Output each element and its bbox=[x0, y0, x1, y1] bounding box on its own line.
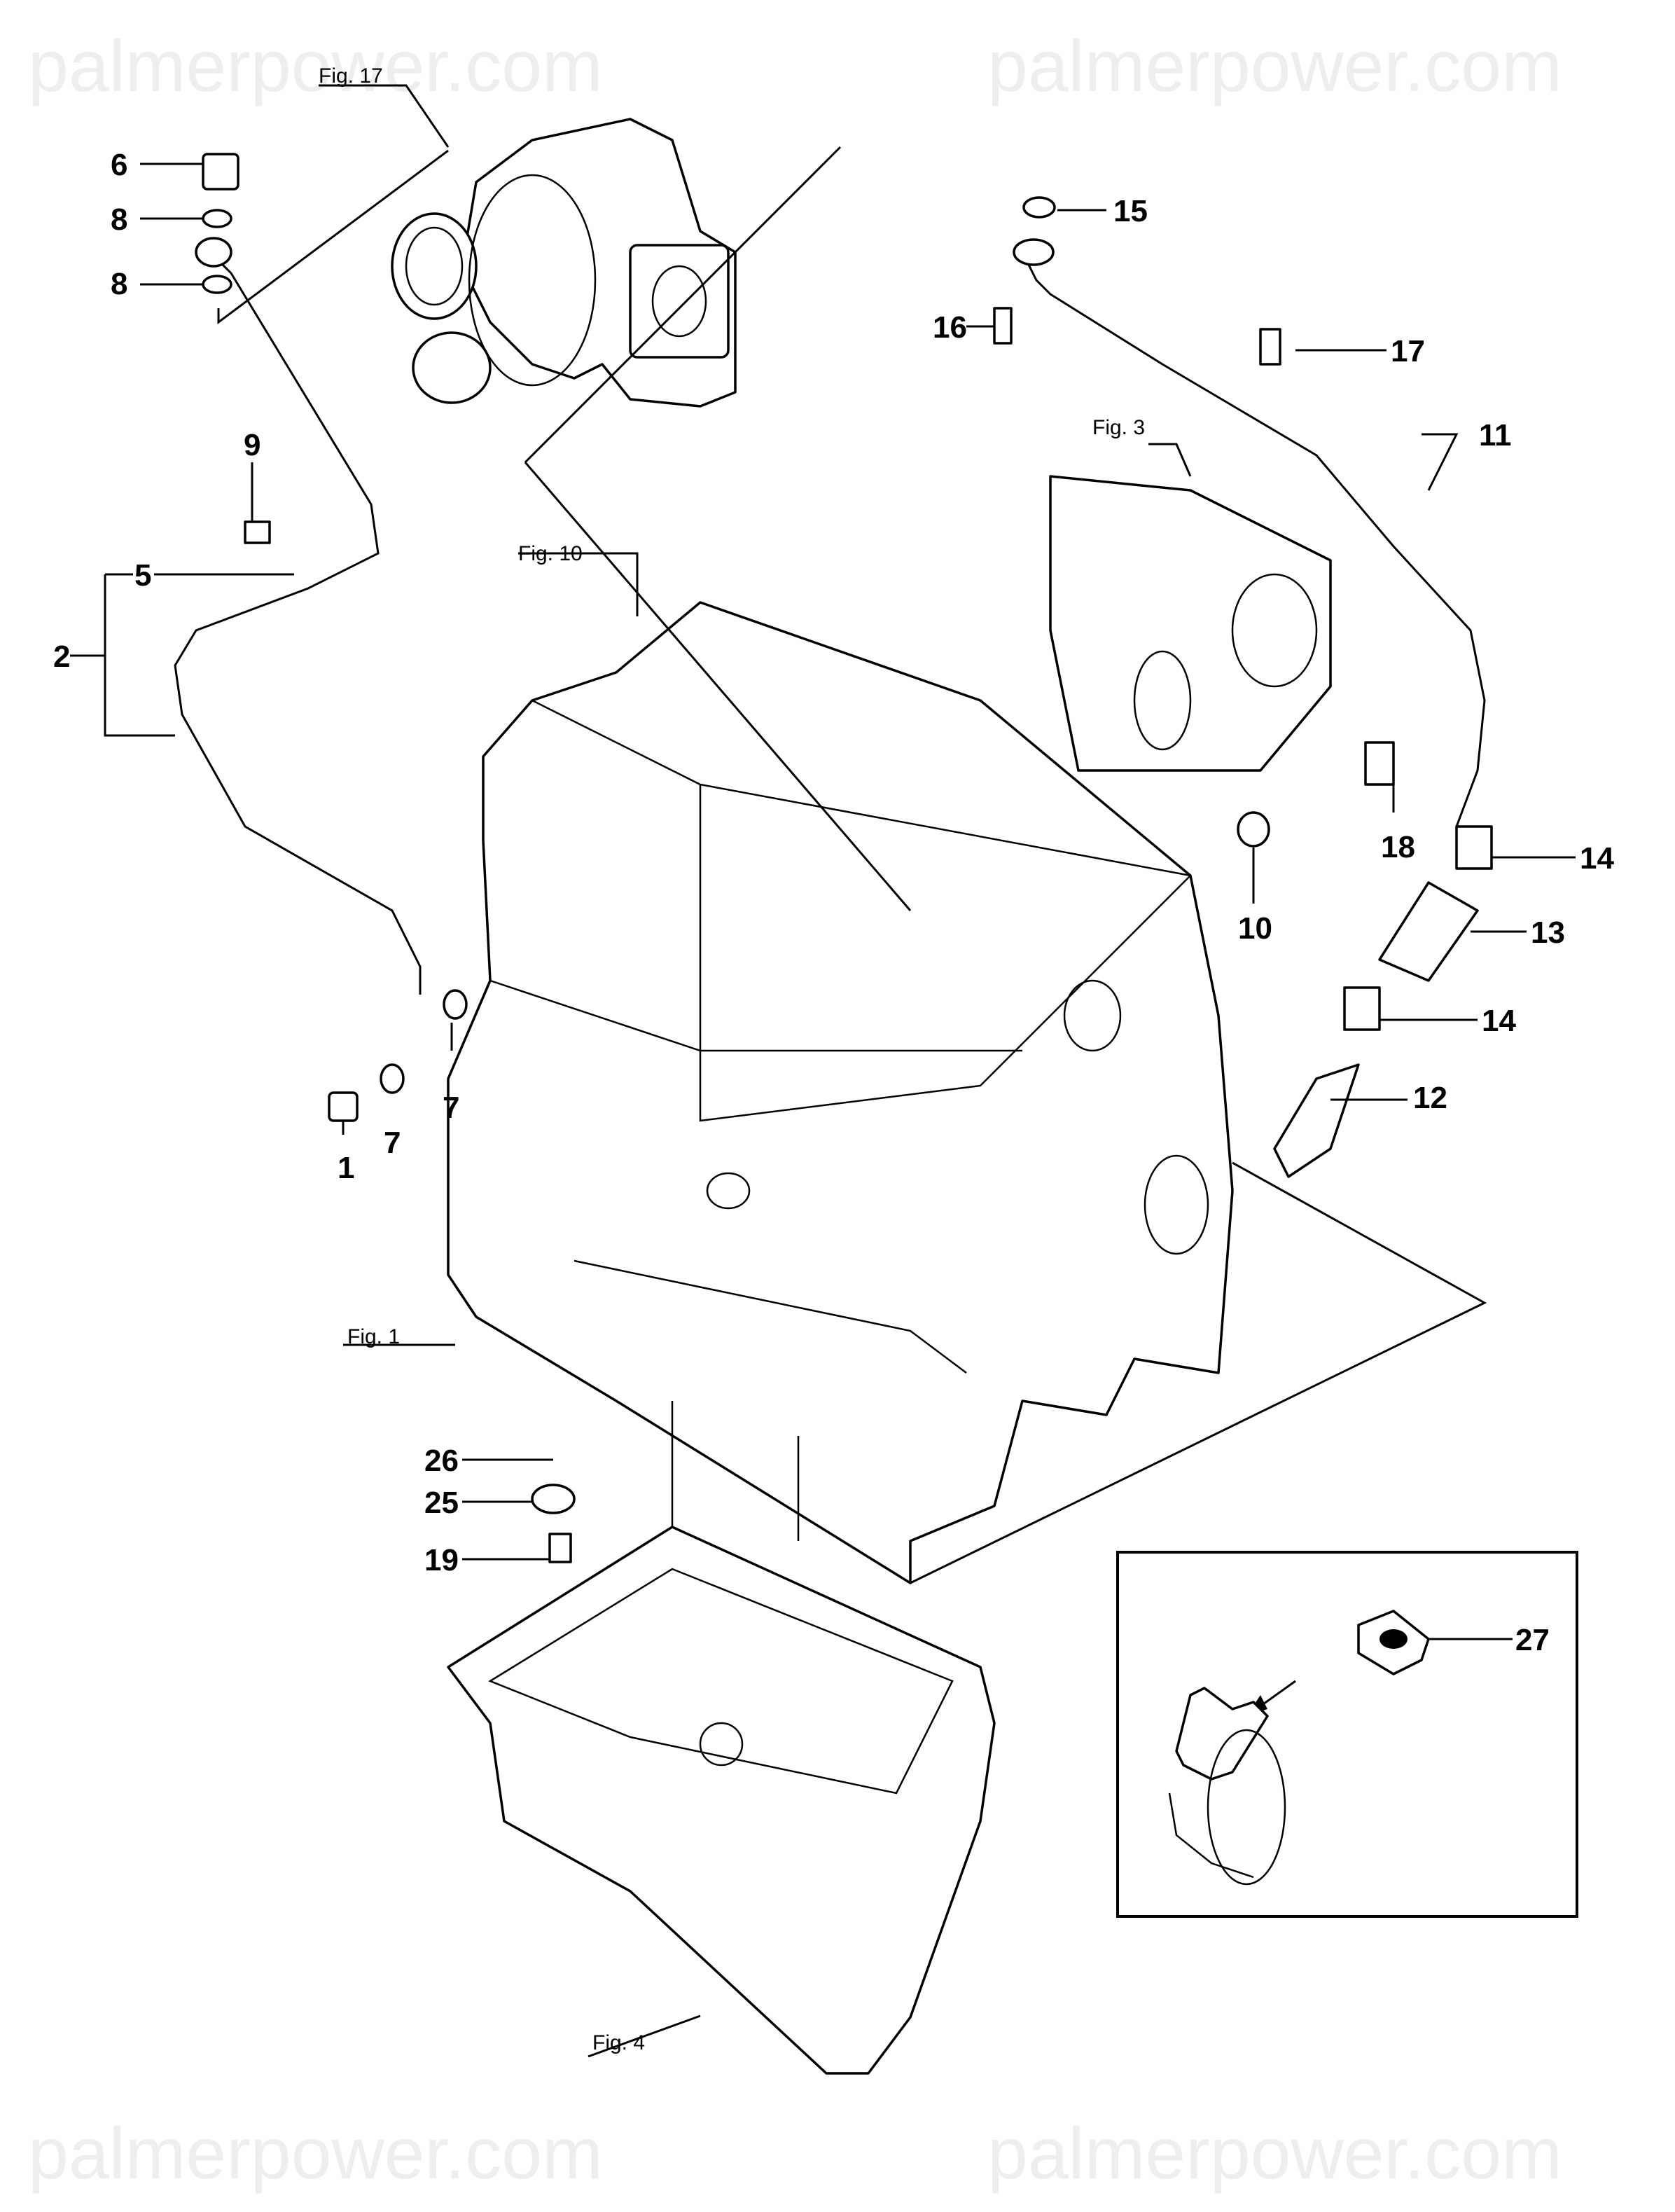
plug-19 bbox=[548, 1533, 572, 1563]
hose-13 bbox=[1378, 881, 1479, 982]
callout-18: 18 bbox=[1381, 830, 1415, 864]
oring-15 bbox=[1022, 196, 1056, 219]
callout-14-lower: 14 bbox=[1482, 1004, 1516, 1038]
callout-13: 13 bbox=[1531, 915, 1565, 950]
clamp-14-upper bbox=[1455, 825, 1493, 870]
callout-10: 10 bbox=[1238, 911, 1272, 946]
ring-25 bbox=[531, 1484, 576, 1514]
washer-7-b bbox=[443, 989, 468, 1020]
fig-1-label: Fig. 1 bbox=[347, 1325, 400, 1348]
watermark-bottom-left: palmerpower.com bbox=[28, 2113, 603, 2194]
bolt-18 bbox=[1364, 741, 1395, 786]
bolt-1 bbox=[328, 1091, 359, 1122]
callout-17: 17 bbox=[1391, 334, 1425, 368]
washer-8-upper bbox=[202, 209, 232, 228]
oil-pan-drawing bbox=[447, 1526, 996, 2075]
leader-lines bbox=[70, 84, 1576, 2058]
eye-joint bbox=[195, 237, 232, 268]
callout-16: 16 bbox=[933, 310, 967, 345]
washer-8-lower bbox=[202, 275, 232, 294]
callout-25: 25 bbox=[424, 1486, 459, 1520]
callout-11: 11 bbox=[1479, 418, 1512, 452]
callout-8-lower: 8 bbox=[111, 267, 127, 301]
callout-15: 15 bbox=[1113, 194, 1148, 228]
inset-clamp-detail bbox=[1116, 1551, 1578, 1918]
callout-7-right: 7 bbox=[443, 1091, 459, 1125]
callout-9: 9 bbox=[244, 428, 260, 462]
callout-19: 19 bbox=[424, 1543, 459, 1577]
bolt-17 bbox=[1259, 328, 1281, 366]
oil-pipe-11 bbox=[1021, 251, 1486, 827]
gasket-15 bbox=[1013, 238, 1055, 266]
bolt-6 bbox=[202, 153, 239, 191]
washer-7-a bbox=[380, 1063, 405, 1094]
callout-12: 12 bbox=[1413, 1081, 1447, 1115]
cylinder-block-drawing bbox=[447, 601, 1234, 1584]
callout-14-upper: 14 bbox=[1580, 841, 1614, 876]
fig-4-label: Fig. 4 bbox=[592, 2031, 645, 2054]
turbocharger-drawing bbox=[391, 118, 737, 408]
callout-26: 26 bbox=[424, 1444, 459, 1478]
gear-housing-drawing bbox=[1049, 475, 1332, 772]
callout-8-upper: 8 bbox=[111, 202, 127, 237]
bolt-16 bbox=[993, 307, 1013, 345]
callout-5: 5 bbox=[134, 558, 151, 593]
fig-10-label: Fig. 10 bbox=[518, 542, 583, 565]
callout-7-left: 7 bbox=[384, 1126, 401, 1160]
fig-3-label: Fig. 3 bbox=[1092, 416, 1145, 439]
bolt-9 bbox=[244, 520, 271, 544]
watermark-bottom-right: palmerpower.com bbox=[987, 2113, 1562, 2194]
elbow-12 bbox=[1273, 1063, 1360, 1178]
callout-27: 27 bbox=[1515, 1623, 1550, 1657]
callout-2: 2 bbox=[53, 640, 70, 674]
callout-1: 1 bbox=[338, 1151, 354, 1185]
watermark-top-left: palmerpower.com bbox=[28, 26, 603, 107]
fig-17-label: Fig. 17 bbox=[319, 64, 383, 88]
clamp-14-lower bbox=[1343, 986, 1381, 1031]
oil-pipe-2 bbox=[174, 251, 422, 995]
callout-6: 6 bbox=[111, 148, 127, 182]
joint-10 bbox=[1237, 811, 1270, 848]
watermark-top-right: palmerpower.com bbox=[987, 26, 1562, 107]
